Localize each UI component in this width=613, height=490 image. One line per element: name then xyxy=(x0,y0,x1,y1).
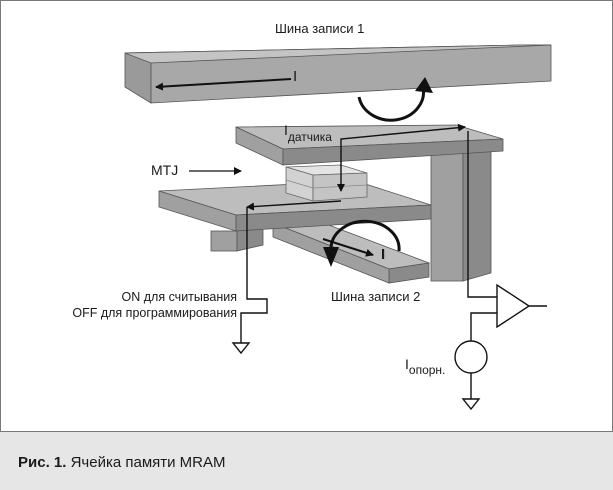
comparator-wire-plus xyxy=(467,131,497,298)
sensor-current-label: Iдатчика xyxy=(284,122,332,144)
program-off-label: OFF для программирования xyxy=(72,306,237,320)
write-bus-2-bar xyxy=(272,218,431,284)
field-loop-arrowhead-bottom xyxy=(323,247,339,267)
read-on-label: ON для считывания xyxy=(122,290,237,304)
caption-bar: Рис. 1. Ячейка памяти MRAM xyxy=(0,432,613,490)
write-bus-2-label: Шина записи 2 xyxy=(331,289,420,304)
reference-current-main: I xyxy=(405,356,409,372)
current-arrow-bus-2 xyxy=(322,238,374,257)
reference-current-label: Iопорн. xyxy=(405,356,445,377)
sensor-current-main: I xyxy=(284,122,288,138)
ground-left-icon xyxy=(231,342,251,355)
mtj-label: MTJ xyxy=(151,162,178,178)
figure-title: Ячейка памяти MRAM xyxy=(66,454,226,471)
mram-cell-diagram: Шина записи 1 I Iдатчика MTJ I ON для сч… xyxy=(72,21,552,411)
current-arrow-bus-1 xyxy=(155,78,292,91)
figure-frame: Шина записи 1 I Iдатчика MTJ I ON для сч… xyxy=(0,0,613,432)
sensor-current-sub: датчика xyxy=(288,130,332,144)
sense-current-path-top xyxy=(340,123,466,167)
current-label-top: I xyxy=(293,68,297,85)
field-loop-arrowhead-top xyxy=(415,77,433,93)
read-switch-wire xyxy=(240,207,268,343)
write-bus-1-bar xyxy=(124,44,552,104)
comparator-wire-minus xyxy=(470,312,497,341)
comparator-icon xyxy=(496,283,547,329)
reference-current-source-icon xyxy=(454,340,488,411)
top-electrode xyxy=(235,124,504,166)
field-loop-arrow-bottom xyxy=(329,219,401,252)
right-pillar xyxy=(430,142,492,282)
current-label-bottom: I xyxy=(381,246,385,263)
sense-current-path-bottom xyxy=(246,200,342,211)
field-loop-arrow-top xyxy=(357,86,425,122)
mtj-stack xyxy=(285,164,368,202)
write-bus-1-label: Шина записи 1 xyxy=(275,21,364,36)
figure-number: Рис. 1. xyxy=(18,454,67,471)
reference-current-sub: опорн. xyxy=(409,363,445,377)
figure-caption: Рис. 1. Ячейка памяти MRAM xyxy=(18,454,226,471)
